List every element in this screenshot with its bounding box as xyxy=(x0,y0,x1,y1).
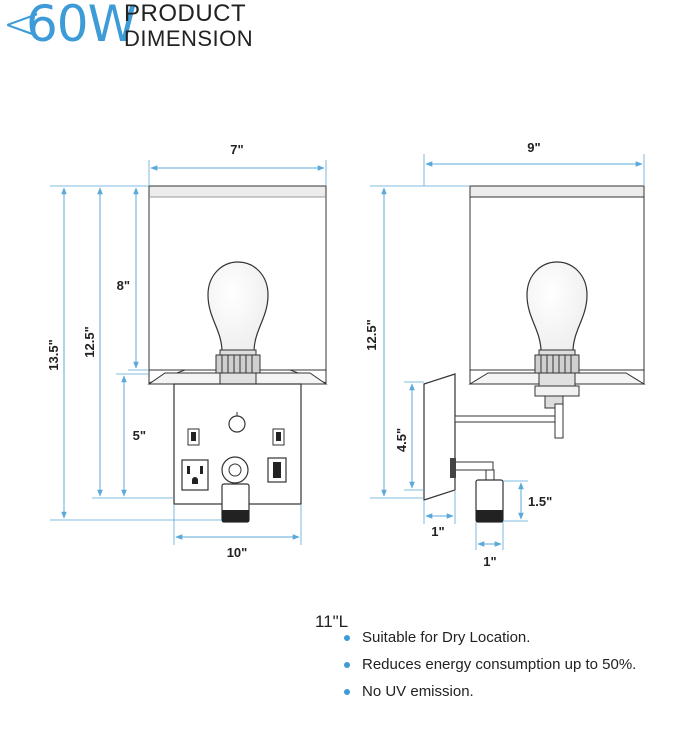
front-wall-plate xyxy=(173,383,302,523)
front-plate-height-label: 5" xyxy=(133,428,146,443)
front-view: 7" 8" 13.5" 12.5" 5" 10" xyxy=(46,142,328,560)
title-product: PRODUCT xyxy=(124,0,247,27)
side-plate-depth-label: 1" xyxy=(431,524,444,539)
side-reading-light-height-label: 1.5" xyxy=(528,494,552,509)
front-dimensions xyxy=(50,160,327,545)
bullet-icon xyxy=(344,689,350,695)
side-wall-plate xyxy=(423,373,564,523)
bullet-icon xyxy=(344,662,350,668)
front-shade-height-label: 8" xyxy=(117,278,130,293)
side-total-height-label: 12.5" xyxy=(364,319,379,350)
side-view: 9" 12.5" 4.5" 1.5" 1" 1" xyxy=(364,140,646,569)
feature-item: Reduces energy consumption up to 50%. xyxy=(340,651,679,678)
front-plate-width-label: 10" xyxy=(227,545,248,560)
feature-list: Suitable for Dry Location. Reduces energ… xyxy=(340,624,679,705)
header: < 60W PRODUCT DIMENSION xyxy=(0,0,300,52)
front-shade-width-label: 7" xyxy=(230,142,243,157)
front-lamp-height-label: 12.5" xyxy=(82,326,97,357)
side-reading-light-width-label: 1" xyxy=(483,554,496,569)
length-label: 11"L xyxy=(315,612,349,631)
less-than-symbol: < xyxy=(2,0,43,52)
bullet-icon xyxy=(344,635,350,641)
feature-item: No UV emission. xyxy=(340,678,679,705)
feature-item: Suitable for Dry Location. xyxy=(340,624,679,651)
front-total-height-label: 13.5" xyxy=(46,339,61,370)
side-shade-width-label: 9" xyxy=(527,140,540,155)
side-dimensions xyxy=(370,154,645,550)
wattage-label: 60W xyxy=(26,0,137,53)
side-plate-height-label: 4.5" xyxy=(394,428,409,452)
title-dimension: DIMENSION xyxy=(124,26,254,51)
side-bulb xyxy=(526,261,588,409)
